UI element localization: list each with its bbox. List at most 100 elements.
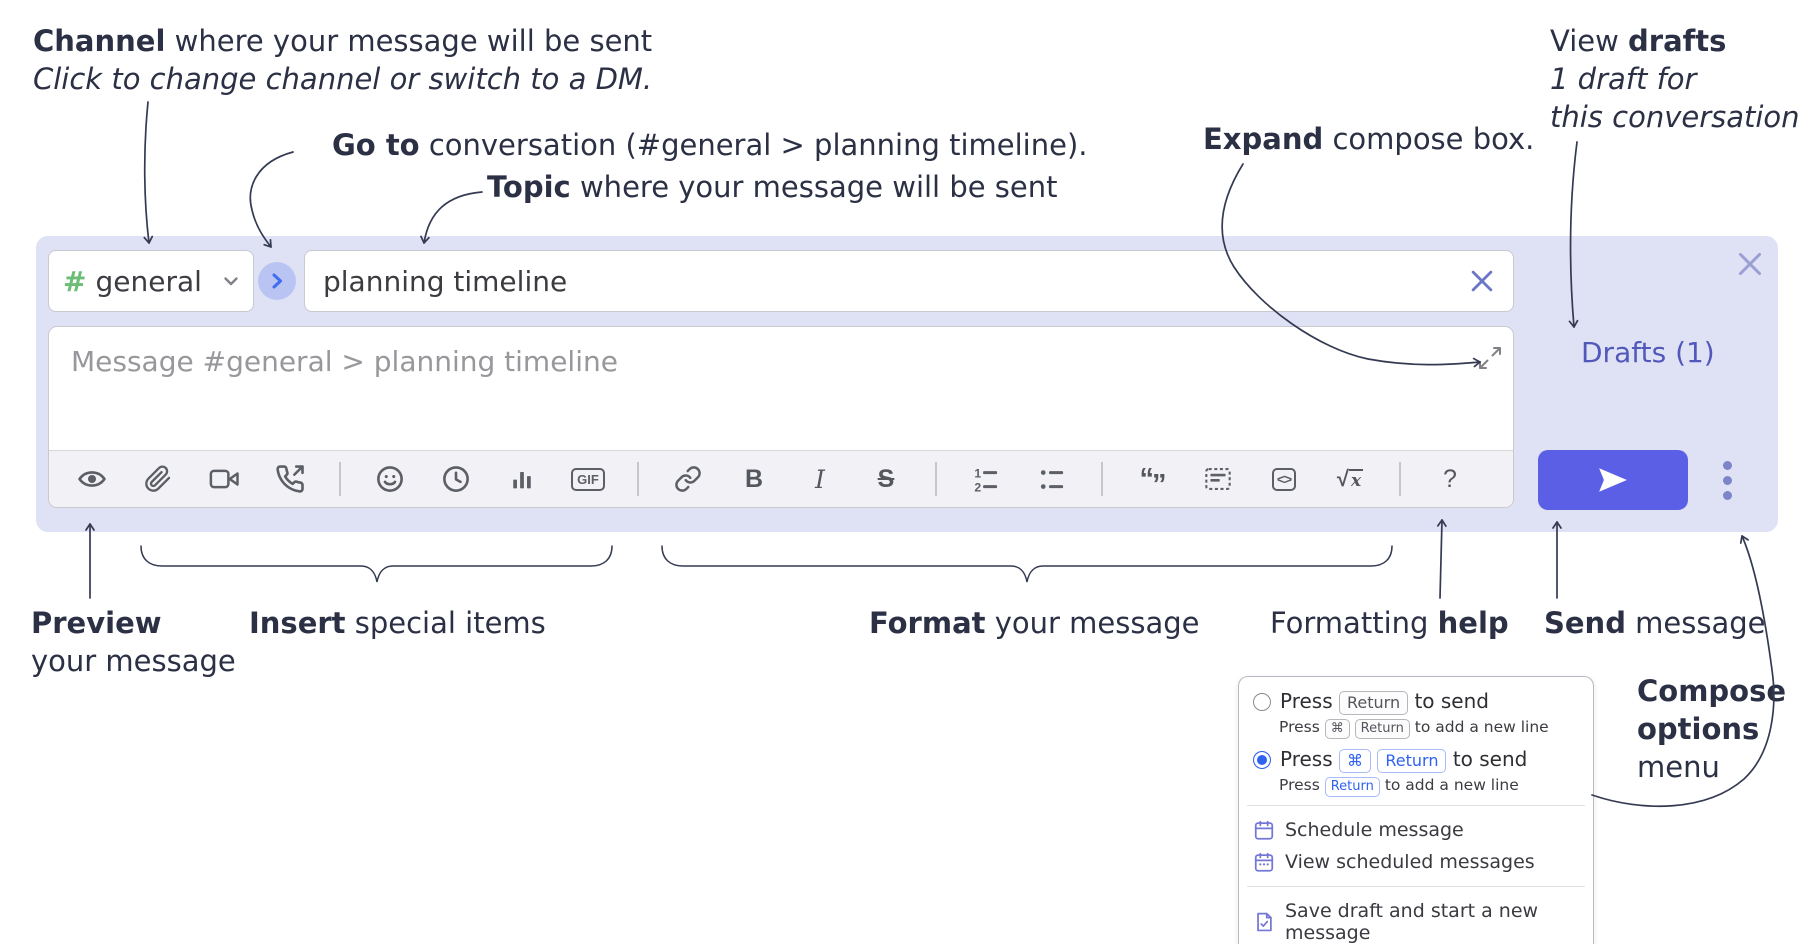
eye-icon: [78, 471, 106, 487]
option-label: Press ⌘ Return to send: [1280, 747, 1528, 773]
math-icon: √x: [1336, 466, 1364, 491]
preview-button[interactable]: [75, 458, 109, 500]
dot: [1722, 490, 1732, 500]
channel-annotation-rest: where your message will be sent: [165, 24, 653, 58]
compose-box: # general planning timeline Message #gen…: [36, 236, 1778, 532]
clear-topic-button[interactable]: [1469, 268, 1495, 294]
clock-icon: [443, 466, 469, 492]
close-icon: [1738, 252, 1762, 276]
poll-button[interactable]: [505, 458, 539, 500]
svg-text:2: 2: [974, 480, 981, 493]
calendar-dots-icon: [1253, 851, 1275, 873]
gif-button[interactable]: GIF: [571, 458, 605, 500]
arrow-go-to: [249, 151, 294, 248]
radio-selected-icon[interactable]: [1253, 751, 1271, 769]
topic-input[interactable]: planning timeline: [304, 250, 1514, 312]
channel-selector[interactable]: # general: [48, 250, 254, 312]
view-drafts-annotation: View drafts 1 draft for this conversatio…: [1550, 24, 1800, 134]
link-icon: [675, 466, 701, 492]
channel-hash-icon: #: [63, 264, 87, 298]
numbered-list-icon: 1 2: [974, 466, 998, 493]
document-check-icon: [1253, 911, 1275, 933]
channel-name: general: [95, 264, 202, 298]
quote-button[interactable]: “”: [1135, 458, 1169, 501]
expand-compose-button[interactable]: [1477, 345, 1503, 371]
menu-item-label: Schedule message: [1285, 819, 1464, 841]
calendar-icon: [1253, 819, 1275, 841]
return-key-chip: Return: [1377, 749, 1447, 773]
global-time-button[interactable]: [439, 458, 473, 500]
menu-divider: [1247, 886, 1585, 887]
send-icon: [1599, 468, 1627, 492]
toolbar-divider: [637, 462, 639, 496]
toolbar-divider: [935, 462, 937, 496]
bar-chart-icon: [513, 472, 531, 489]
cmd-key-chip: ⌘: [1339, 749, 1371, 773]
strikethrough-button[interactable]: S: [869, 458, 903, 500]
quote-icon: “”: [1139, 462, 1167, 501]
video-call-button[interactable]: [207, 458, 241, 500]
expand-annotation: Expand compose box.: [1203, 122, 1535, 156]
return-key-chip: Return: [1339, 691, 1409, 715]
save-draft-item[interactable]: Save draft and start a new message: [1253, 895, 1579, 944]
option-label: Press Return to send: [1280, 689, 1489, 715]
phone-outgoing-icon: [276, 465, 304, 493]
code-button[interactable]: <>: [1267, 458, 1301, 500]
schedule-message-item[interactable]: Schedule message: [1253, 814, 1579, 846]
bulleted-list-button[interactable]: [1035, 458, 1069, 500]
dot: [1722, 460, 1732, 470]
attach-file-button[interactable]: [141, 458, 175, 500]
go-to-annotation: Go to conversation (#general > planning …: [332, 128, 1088, 162]
spoiler-icon: [1205, 468, 1231, 490]
math-button[interactable]: √x: [1333, 458, 1367, 500]
compose-toolbar: GIF B I S: [49, 450, 1513, 507]
italic-button[interactable]: I: [803, 458, 837, 500]
compose-options-button[interactable]: [1714, 452, 1740, 508]
expand-icon: [1479, 347, 1501, 369]
channel-annotation-bold: Channel: [33, 24, 166, 58]
cmd-key-chip: ⌘: [1324, 719, 1350, 739]
close-compose-button[interactable]: [1736, 250, 1764, 278]
numbered-list-button[interactable]: 1 2: [969, 458, 1003, 500]
emoji-button[interactable]: [373, 458, 407, 500]
channel-annotation-sub: Click to change channel or switch to a D…: [33, 62, 653, 96]
view-scheduled-messages-item[interactable]: View scheduled messages: [1253, 846, 1579, 878]
paperclip-icon: [145, 465, 171, 492]
brace-insert: [140, 545, 613, 583]
enter-sends-option[interactable]: Press Return to send: [1253, 689, 1579, 715]
preview-annotation: Preview your message: [31, 606, 236, 678]
compose-options-menu: Press Return to send Press ⌘ Return to a…: [1238, 676, 1594, 944]
radio-unselected-icon[interactable]: [1253, 693, 1271, 711]
code-icon: <>: [1271, 467, 1297, 491]
chevron-right-icon: [271, 272, 283, 290]
link-button[interactable]: [671, 458, 705, 500]
chevron-down-icon: [223, 276, 239, 286]
audio-call-button[interactable]: [273, 458, 307, 500]
message-placeholder: Message #general > planning timeline: [71, 345, 618, 378]
compose-options-annotation: Compose options menu: [1637, 674, 1787, 784]
bold-icon: B: [744, 464, 764, 493]
message-formatting-help-button[interactable]: ?: [1433, 458, 1467, 500]
close-icon: [1471, 270, 1493, 292]
go-to-conversation-button[interactable]: [258, 262, 296, 300]
topic-annotation: Topic where your message will be sent: [487, 170, 1058, 204]
return-key-chip: Return: [1324, 777, 1380, 797]
topic-value: planning timeline: [323, 264, 568, 298]
send-button[interactable]: [1538, 450, 1688, 510]
spoiler-button[interactable]: [1201, 458, 1235, 500]
format-annotation: Format your message: [869, 606, 1200, 640]
formatting-help-annotation: Formatting help: [1270, 606, 1509, 640]
cmd-enter-sends-option[interactable]: Press ⌘ Return to send: [1253, 747, 1579, 773]
bulleted-list-icon: [1040, 470, 1064, 489]
insert-annotation: Insert special items: [249, 606, 546, 640]
send-annotation: Send message: [1544, 606, 1766, 640]
menu-divider: [1247, 805, 1585, 806]
channel-annotation: Channel where your message will be sent …: [33, 22, 652, 98]
drafts-link[interactable]: Drafts (1): [1581, 336, 1715, 369]
message-area[interactable]: Message #general > planning timeline: [48, 326, 1514, 508]
svg-text:1: 1: [974, 466, 981, 480]
strikethrough-icon: S: [877, 464, 895, 493]
bold-button[interactable]: B: [737, 458, 771, 500]
video-camera-icon: [209, 469, 239, 489]
menu-item-label: View scheduled messages: [1285, 851, 1535, 873]
